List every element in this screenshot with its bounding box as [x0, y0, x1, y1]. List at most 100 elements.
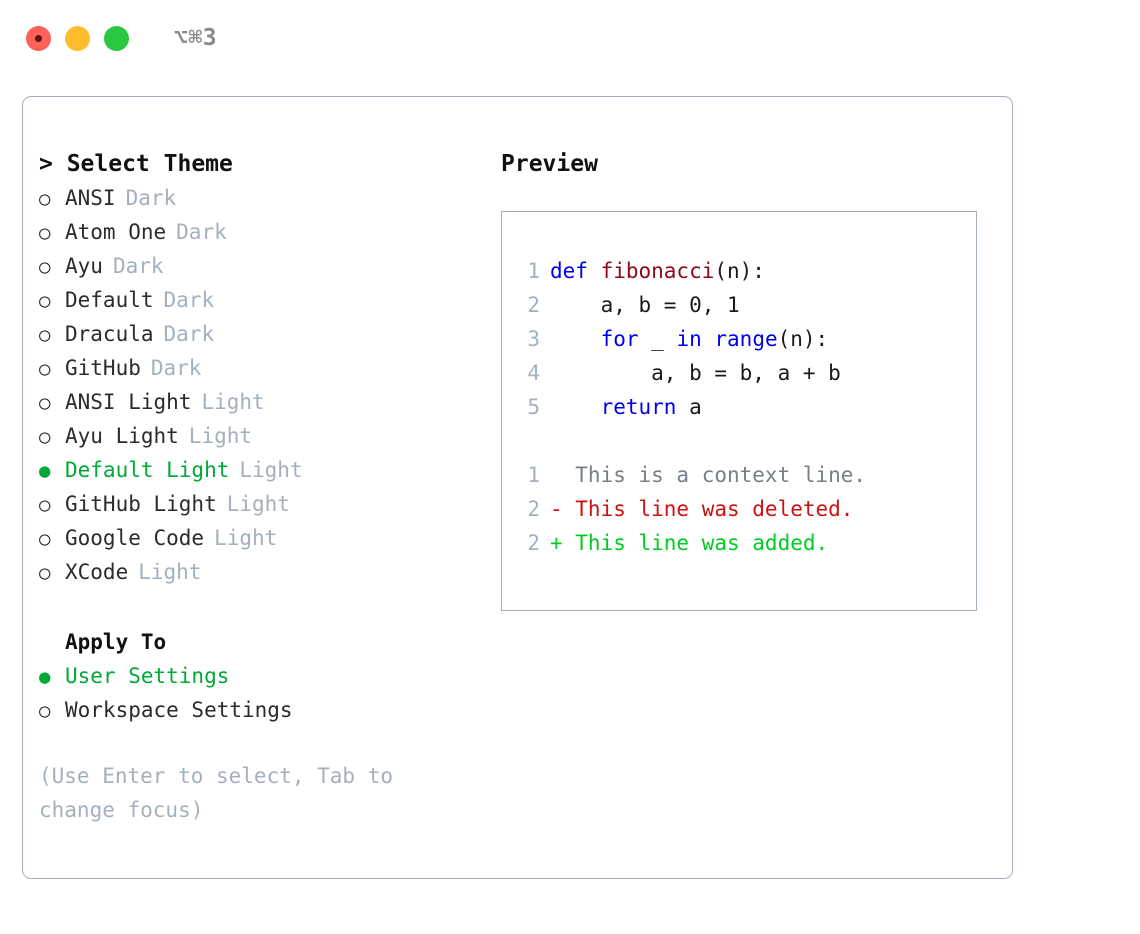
- code-token: a: [689, 395, 702, 419]
- theme-list-item[interactable]: ○ ANSI Dark: [39, 181, 479, 215]
- apply-to-header: Apply To: [65, 630, 167, 654]
- apply-to-option[interactable]: ● User Settings: [39, 659, 479, 693]
- theme-kind-label: Dark: [163, 322, 215, 346]
- radio-unselected-icon: ○: [39, 528, 51, 550]
- radio-unselected-icon: ○: [39, 324, 51, 346]
- theme-kind-label: Dark: [176, 220, 227, 244]
- code-line-text: a, b = 0, 1: [540, 288, 740, 322]
- theme-list-item[interactable]: ○ GitHub Dark: [39, 351, 479, 385]
- code-token: (n):: [714, 259, 765, 283]
- line-number: 4: [527, 361, 540, 385]
- code-token: fibonacci: [600, 259, 715, 283]
- code-line-text: return a: [540, 390, 702, 424]
- code-token: in: [676, 327, 715, 351]
- code-line: 4 a, b = b, a + b: [514, 356, 976, 390]
- code-token: _: [651, 327, 677, 351]
- theme-list-header: > Select Theme: [39, 151, 233, 177]
- window-controls: [26, 25, 129, 51]
- theme-list-item[interactable]: ○ ANSI Light Light: [39, 385, 479, 419]
- radio-unselected-icon: ○: [39, 188, 51, 210]
- line-number: 5: [527, 395, 540, 419]
- code-token: (n):: [777, 327, 829, 351]
- close-button[interactable]: [26, 25, 51, 51]
- radio-unselected-icon: ○: [39, 290, 51, 312]
- theme-kind-label: Light: [214, 526, 278, 550]
- radio-unselected-icon: ○: [39, 700, 51, 722]
- diff-line: 2 + This line was added.: [514, 526, 976, 560]
- radio-unselected-icon: ○: [39, 358, 51, 380]
- theme-name-label: Ayu: [65, 254, 103, 278]
- line-number: 2: [527, 497, 540, 521]
- code-line-text: def fibonacci(n):: [540, 254, 765, 288]
- theme-list-item[interactable]: ○ Dracula Dark: [39, 317, 479, 351]
- code-line-text: for _ in range(n):: [540, 322, 829, 356]
- theme-list-item[interactable]: ○ Google Code Light: [39, 521, 479, 555]
- radio-selected-icon: ●: [39, 666, 51, 688]
- code-line: 2 a, b = 0, 1: [514, 288, 976, 322]
- radio-unselected-icon: ○: [39, 426, 51, 448]
- theme-name-label: Ayu Light: [65, 424, 179, 448]
- theme-kind-label: Light: [201, 390, 265, 414]
- line-number: 3: [527, 327, 540, 351]
- diff-line-text: This is a context line.: [550, 463, 867, 487]
- theme-name-label: GitHub: [65, 356, 141, 380]
- theme-list-item[interactable]: ○ GitHub Light Light: [39, 487, 479, 521]
- code-token: return: [550, 395, 690, 419]
- theme-name-label: Dracula: [65, 322, 154, 346]
- code-token: range: [714, 327, 778, 351]
- code-line-text: a, b = b, a + b: [540, 356, 841, 390]
- theme-name-label: Google Code: [65, 526, 205, 550]
- apply-to-section: Apply To ● User Settings ○ Workspace Settin…: [39, 625, 479, 727]
- theme-kind-label: Light: [138, 560, 202, 584]
- minimize-button[interactable]: [65, 25, 90, 51]
- titlebar-shortcut-label: ⌥⌘3: [174, 24, 218, 51]
- radio-unselected-icon: ○: [39, 494, 51, 516]
- code-line: 5 return a: [514, 390, 976, 424]
- preview-header: Preview: [501, 151, 598, 177]
- theme-list-item[interactable]: ○ XCode Light: [39, 555, 479, 589]
- line-number: 1: [527, 463, 540, 487]
- titlebar: ⌥⌘3: [0, 0, 1140, 76]
- theme-name-label: XCode: [65, 560, 129, 584]
- diff-line: 2 - This line was deleted.: [514, 492, 976, 526]
- code-token: a, b = 0, 1: [550, 293, 740, 317]
- theme-list-item[interactable]: ○ Ayu Light Light: [39, 419, 479, 453]
- radio-unselected-icon: ○: [39, 562, 51, 584]
- theme-kind-label: Dark: [150, 356, 202, 380]
- theme-kind-label: Light: [188, 424, 253, 448]
- theme-kind-label: Light: [239, 458, 303, 482]
- theme-name-label: ANSI: [65, 186, 116, 210]
- code-token: for: [550, 327, 652, 351]
- code-token: a, b = b, a + b: [550, 361, 841, 385]
- maximize-button[interactable]: [104, 25, 129, 51]
- code-line: 3 for _ in range(n):: [514, 322, 976, 356]
- apply-to-option-label: User Settings: [65, 664, 230, 688]
- apply-to-option[interactable]: ○ Workspace Settings: [39, 693, 479, 727]
- line-number: 2: [527, 293, 540, 317]
- radio-unselected-icon: ○: [39, 392, 51, 414]
- diff-line-text: + This line was added.: [550, 531, 829, 555]
- diff-sample: 1 This is a context line. 2 - This line wa…: [514, 458, 976, 560]
- radio-unselected-icon: ○: [39, 256, 51, 278]
- diff-line-text: - This line was deleted.: [550, 497, 854, 521]
- theme-name-label: ANSI Light: [65, 390, 192, 414]
- keyboard-hint-text: (Use Enter to select, Tab to change focu…: [39, 764, 394, 822]
- theme-name-label: GitHub Light: [65, 492, 217, 516]
- theme-kind-label: Dark: [125, 186, 177, 210]
- line-number: 1: [527, 259, 540, 283]
- apply-to-list[interactable]: ● User Settings ○ Workspace Settings: [39, 659, 479, 727]
- line-number: 2: [527, 531, 540, 555]
- theme-name-label: Atom One: [65, 220, 167, 244]
- theme-kind-label: Light: [226, 492, 290, 516]
- apply-to-option-label: Workspace Settings: [65, 698, 293, 722]
